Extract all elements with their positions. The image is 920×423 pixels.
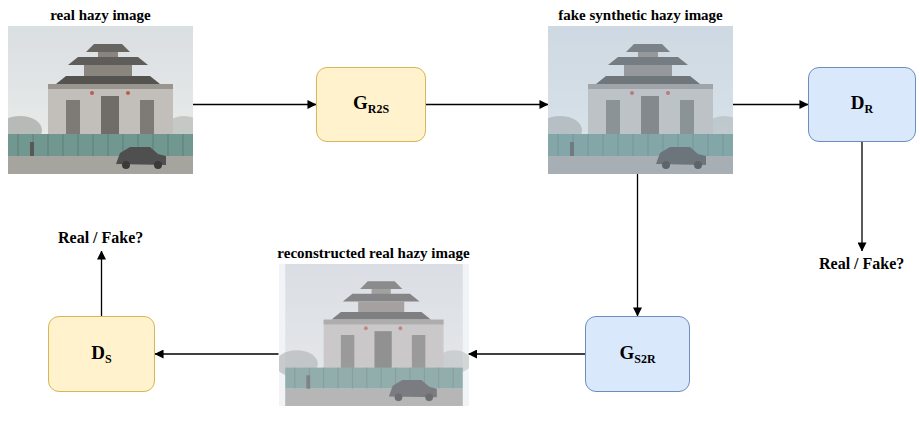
box-label: DR — [851, 92, 873, 117]
flow-arrow — [193, 104, 316, 105]
photo-illustration — [548, 26, 733, 174]
subscript: S2R — [634, 352, 655, 366]
photo-illustration — [8, 26, 193, 174]
subscript: R2S — [368, 102, 389, 116]
photo-scene — [548, 26, 733, 174]
flow-arrow — [469, 353, 586, 354]
haze-overlay — [548, 26, 733, 174]
haze-overlay — [8, 26, 193, 174]
process-box: DR — [808, 67, 916, 142]
haze-overlay — [279, 264, 469, 406]
image-node: real hazy image — [6, 6, 195, 174]
image-node: reconstructed real hazy image — [275, 244, 472, 406]
subscript: R — [865, 102, 874, 116]
image-heading: real hazy image — [6, 6, 195, 26]
box-label: GR2S — [353, 92, 389, 117]
process-box: GR2S — [316, 67, 426, 142]
output-arrow — [861, 142, 862, 251]
process-box: DS — [48, 316, 155, 392]
flow-arrow — [733, 104, 808, 105]
hazy-photo — [548, 26, 733, 174]
image-node: fake synthetic hazy image — [546, 6, 735, 174]
output-arrow — [101, 251, 102, 316]
hazy-photo — [8, 26, 193, 174]
flow-arrow — [155, 353, 279, 354]
image-heading: reconstructed real hazy image — [275, 244, 472, 264]
photo-illustration — [279, 264, 469, 406]
box-label: DS — [91, 342, 111, 367]
output-label: Real / Fake? — [819, 254, 904, 274]
box-label: GS2R — [619, 342, 655, 367]
process-box: GS2R — [585, 316, 690, 392]
hazy-photo — [279, 264, 469, 406]
subscript: S — [105, 352, 112, 366]
photo-scene — [8, 26, 193, 174]
photo-scene — [279, 264, 469, 406]
image-heading: fake synthetic hazy image — [546, 6, 735, 26]
output-label: Real / Fake? — [58, 228, 143, 248]
flow-arrow — [637, 174, 638, 316]
flow-arrow — [426, 104, 548, 105]
